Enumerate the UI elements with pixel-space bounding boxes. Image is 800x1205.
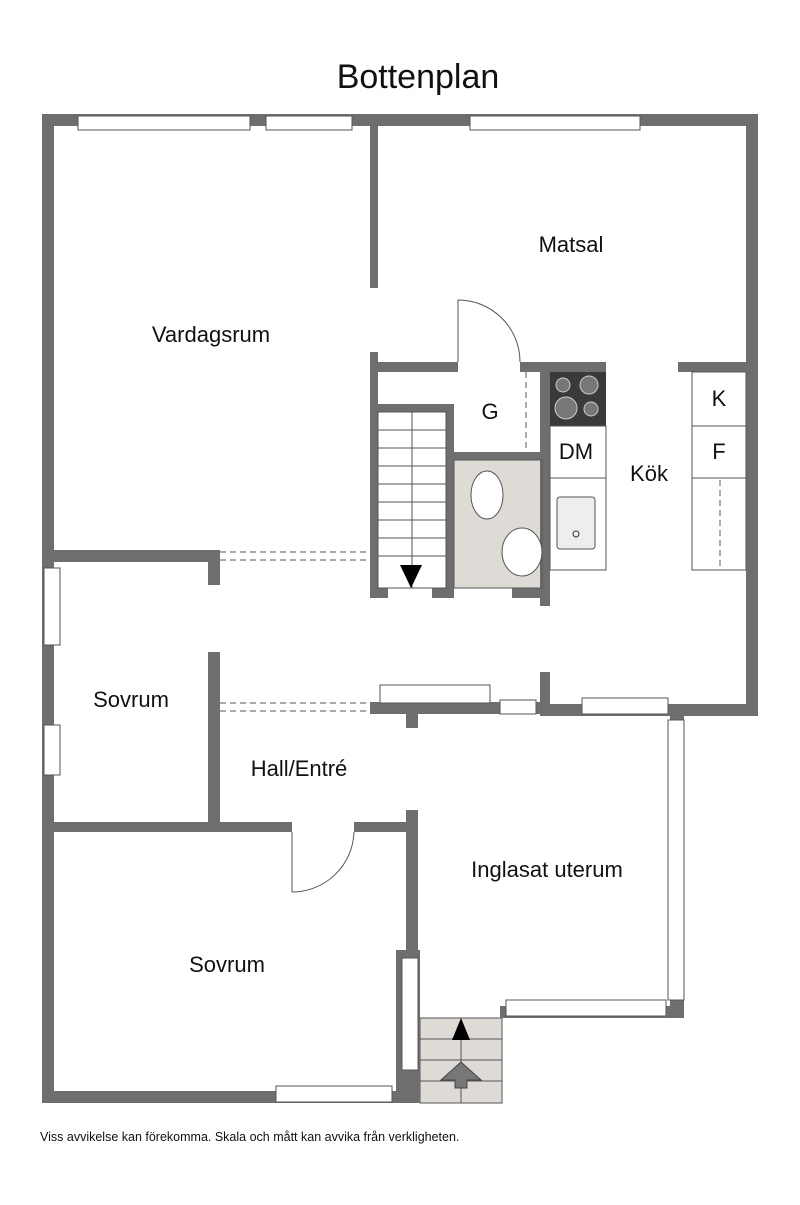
label-kyl: K	[712, 386, 727, 411]
room-label-garderob: G	[481, 399, 498, 424]
room-label-kok: Kök	[630, 461, 669, 486]
room-label-uterum: Inglasat uterum	[471, 857, 623, 882]
kitchen-fixtures	[453, 371, 747, 589]
room-label-vardagsrum: Vardagsrum	[152, 322, 270, 347]
room-label-hall: Hall/Entré	[251, 756, 348, 781]
label-diskmaskin: DM	[559, 439, 593, 464]
down-arrow-icon	[400, 565, 422, 588]
interior-stair	[377, 411, 447, 589]
up-arrow-icon	[452, 1018, 470, 1040]
sink	[556, 496, 596, 550]
door-swings	[220, 299, 721, 893]
label-frys: F	[712, 439, 725, 464]
room-label-sovrum-1: Sovrum	[93, 687, 169, 712]
room-label-matsal: Matsal	[539, 232, 604, 257]
toilet	[470, 470, 504, 520]
plan-title: Bottenplan	[337, 58, 500, 96]
disclaimer: Viss avvikelse kan förekomma. Skala och …	[40, 1130, 459, 1144]
room-label-sovrum-2: Sovrum	[189, 952, 265, 977]
windows	[43, 115, 685, 1103]
washbasin	[501, 527, 543, 577]
entrance-arrow-icon	[439, 1061, 483, 1089]
walls	[42, 114, 758, 1103]
fridge-freezer	[691, 371, 747, 571]
